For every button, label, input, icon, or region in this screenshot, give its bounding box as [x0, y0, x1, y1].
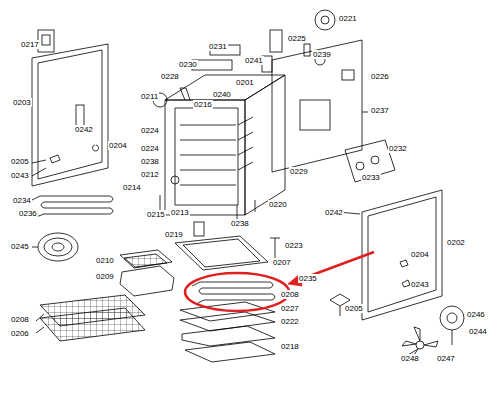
- callout-number: 0244: [468, 327, 488, 336]
- callout-number: 0242: [324, 208, 344, 217]
- callout-number: 0238: [230, 219, 250, 228]
- callout-number: 0247: [436, 354, 456, 363]
- callout-number: 0221: [338, 14, 358, 23]
- callout-number: 0215: [146, 210, 166, 219]
- callout-number: 0205: [344, 304, 364, 313]
- callout-number: 0223: [284, 241, 304, 250]
- callout-number: 0210: [95, 256, 115, 265]
- callout-number: 0216: [193, 100, 213, 109]
- callout-number: 0204: [108, 141, 128, 150]
- callout-number: 0239: [312, 50, 332, 59]
- callout-number: 0224: [140, 144, 160, 153]
- callout-number: 0226: [370, 72, 390, 81]
- callout-number: 0248: [400, 354, 420, 363]
- callout-number: 0203: [12, 98, 32, 107]
- callout-number: 0207: [272, 258, 292, 267]
- callout-number: 0214: [122, 183, 142, 192]
- callout-number: 0237: [370, 106, 390, 115]
- callout-number: 0225: [287, 34, 307, 43]
- callout-number: 0235: [298, 274, 318, 283]
- callout-number: 0227: [280, 304, 300, 313]
- callout-number: 0241: [244, 56, 264, 65]
- callout-number: 0217: [20, 40, 40, 49]
- callout-number: 0230: [178, 60, 198, 69]
- callout-number: 0243: [410, 280, 430, 289]
- callout-number: 0246: [466, 310, 486, 319]
- callout-number: 0206: [10, 329, 30, 338]
- callout-number: 0240: [212, 90, 232, 99]
- callout-number: 0222: [280, 317, 300, 326]
- callout-number: 0234: [12, 196, 32, 205]
- callout-number: 0201: [235, 78, 255, 87]
- callout-number: 0224: [140, 126, 160, 135]
- callout-number: 0243: [10, 171, 30, 180]
- callout-number: 0242: [74, 125, 94, 134]
- callout-number: 0208: [280, 290, 300, 299]
- callout-number: 0208: [10, 315, 30, 324]
- callout-number: 0236: [18, 209, 38, 218]
- callout-number: 0220: [268, 200, 288, 209]
- callout-number: 0209: [95, 272, 115, 281]
- callout-number: 0205: [10, 157, 30, 166]
- callout-number: 0231: [208, 42, 228, 51]
- callout-number: 0213: [170, 208, 190, 217]
- callout-number: 0233: [361, 173, 381, 182]
- callout-number: 0229: [289, 167, 309, 176]
- callout-number: 0212: [140, 170, 160, 179]
- callout-number: 0218: [280, 342, 300, 351]
- callout-number: 0204: [410, 250, 430, 259]
- callout-number: 0238: [140, 157, 160, 166]
- callout-number: 0245: [10, 242, 30, 251]
- callout-number: 0202: [446, 238, 466, 247]
- callout-number: 0228: [160, 72, 180, 81]
- callout-number: 0232: [388, 144, 408, 153]
- callout-number: 0219: [164, 230, 184, 239]
- callout-number: 0211: [140, 92, 159, 101]
